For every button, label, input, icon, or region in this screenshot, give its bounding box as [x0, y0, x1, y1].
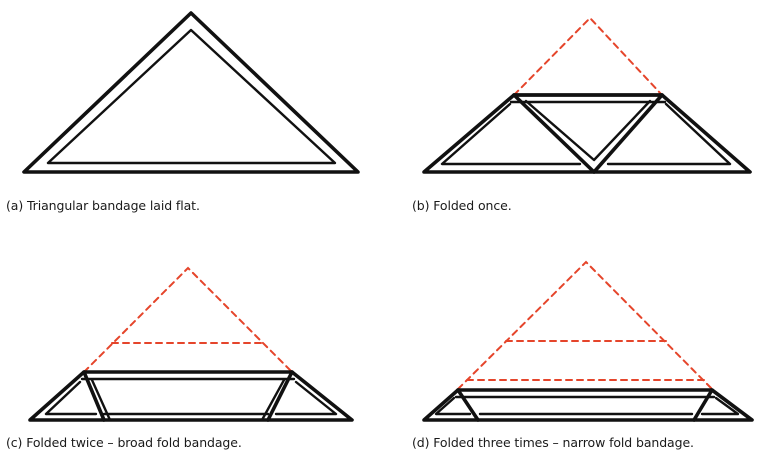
panel-d-folded-three-times: [422, 260, 754, 422]
fold-line-apex: [513, 16, 663, 96]
caption-a: (a) Triangular bandage laid flat.: [6, 198, 200, 213]
fold-line-apex: [457, 260, 713, 390]
caption-c: (c) Folded twice – broad fold bandage.: [6, 435, 242, 450]
panel-c-folded-twice: [28, 266, 354, 422]
panel-b-folded-once: [422, 16, 752, 174]
fold-line-apex: [83, 266, 293, 373]
caption-b: (b) Folded once.: [412, 198, 512, 213]
panel-a-flat-triangle: [22, 11, 360, 174]
caption-d: (d) Folded three times – narrow fold ban…: [412, 435, 694, 450]
